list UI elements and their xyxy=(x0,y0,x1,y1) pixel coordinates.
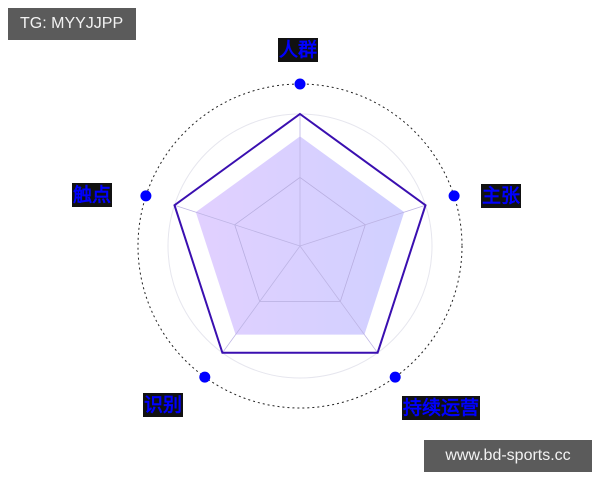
axis-dot xyxy=(294,78,306,90)
axis-label-touchpoint: 触点 xyxy=(72,183,113,207)
axis-dot xyxy=(199,371,211,383)
inner-grid xyxy=(174,114,426,354)
axis-label-proposition: 主张 xyxy=(481,184,522,208)
axis-label-operation: 持续运营 xyxy=(402,396,481,420)
axis-dot xyxy=(448,190,460,202)
site-watermark: www.bd-sports.cc xyxy=(424,440,592,472)
axis-dots xyxy=(140,78,460,383)
tg-watermark: TG: MYYJJPP xyxy=(8,8,136,40)
axis-label-identify: 识别 xyxy=(143,393,184,417)
axis-label-crowd: 人群 xyxy=(278,38,319,62)
series-outline xyxy=(173,112,427,354)
axis-dot xyxy=(389,371,401,383)
axis-dot xyxy=(140,190,152,202)
